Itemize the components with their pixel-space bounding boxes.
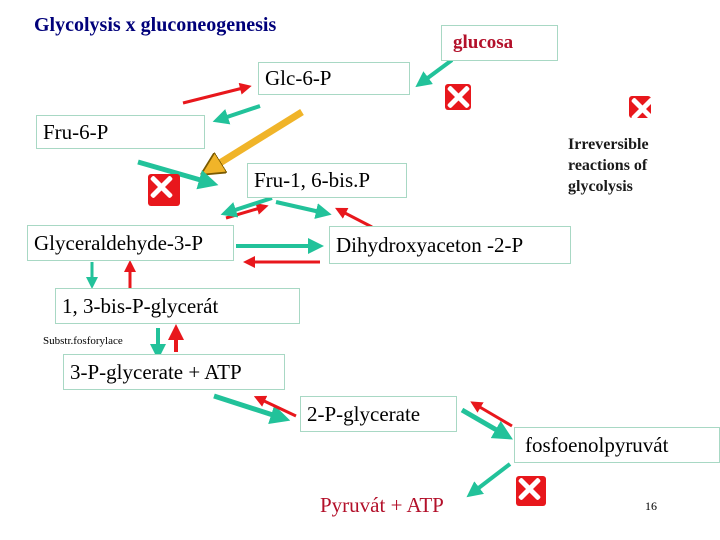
arrow-bypass-fructose-bisphosphatase xyxy=(215,109,304,166)
arrow-fru16bisp-to-dihydroxyaceton xyxy=(275,200,332,219)
node-glucosa: glucosa xyxy=(441,25,558,61)
node-fosfoenolpyruvat: fosfoenolpyruvát xyxy=(514,427,720,463)
node-3pglycerate: 3-P-glycerate + ATP xyxy=(63,354,285,390)
node-3pglycerate-label: 3-P-glycerate + ATP xyxy=(70,359,242,384)
arrow-glc6p-to-fru6p xyxy=(212,104,261,125)
arrow-fru16bisp-to-glyceraldehyde3p xyxy=(220,196,273,218)
node-bisPglycerat-label: 1, 3-bis-P-glycerát xyxy=(62,293,219,318)
irreversible-note-line-3: glycolysis xyxy=(568,178,633,195)
node-dihydroxyaceton-label: Dihydroxyaceton -2-P xyxy=(336,232,524,257)
arrow-fru6p-to-glc6p xyxy=(182,82,252,105)
node-pyruvat: Pyruvát + ATP xyxy=(320,493,444,517)
irreversible-note: Irreversible reactions of glycolysis xyxy=(568,134,649,197)
arrow-2pglycerate-to-fosfoenolpyruvat xyxy=(460,407,513,440)
node-glucosa-label: glucosa xyxy=(453,32,514,53)
node-bisPglycerat: 1, 3-bis-P-glycerát xyxy=(55,288,300,324)
red-x-icon xyxy=(629,96,651,118)
substrate-phosphorylation-label: Substr.fosforylace xyxy=(43,335,123,347)
arrow-dihydroxyaceton-to-fru16bisp xyxy=(335,207,373,229)
red-x-icon xyxy=(516,476,546,506)
node-fru6p: Fru-6-P xyxy=(36,115,205,149)
irreversible-note-line-2: reactions of xyxy=(568,157,648,174)
red-x-icon xyxy=(445,84,471,110)
node-fru16bisp: Fru-1, 6-bis.P xyxy=(247,163,407,198)
node-glyceraldehyde3p: Glyceraldehyde-3-P xyxy=(27,225,234,261)
arrow-2pglycerate-to-3pglycerate xyxy=(253,395,297,418)
arrow-glucosa-to-glc6p xyxy=(415,58,454,88)
node-fru16bisp-label: Fru-1, 6-bis.P xyxy=(254,168,371,192)
node-dihydroxyaceton: Dihydroxyaceton -2-P xyxy=(329,226,571,264)
node-fosfoenolpyruvat-label: fosfoenolpyruvát xyxy=(525,432,669,457)
node-2pglycerate: 2-P-glycerate xyxy=(300,396,457,432)
red-x-icon xyxy=(148,174,180,206)
node-fru6p-label: Fru-6-P xyxy=(43,119,109,144)
page-number: 16 xyxy=(645,499,657,513)
arrow-fru6p-to-fru16bisp xyxy=(137,159,219,190)
page-title: Glycolysis x gluconeogenesis xyxy=(34,14,277,36)
node-2pglycerate-label: 2-P-glycerate xyxy=(307,401,421,426)
node-glc6p: Glc-6-P xyxy=(258,62,410,95)
irreversible-note-line-1: Irreversible xyxy=(568,136,649,153)
node-glc6p-label: Glc-6-P xyxy=(265,66,332,90)
node-glyceraldehyde3p-label: Glyceraldehyde-3-P xyxy=(34,230,204,255)
arrow-fosfoenolpyruvat-to-pyruvat xyxy=(466,462,512,498)
arrow-3pglycerate-to-2pglycerate xyxy=(213,393,291,424)
